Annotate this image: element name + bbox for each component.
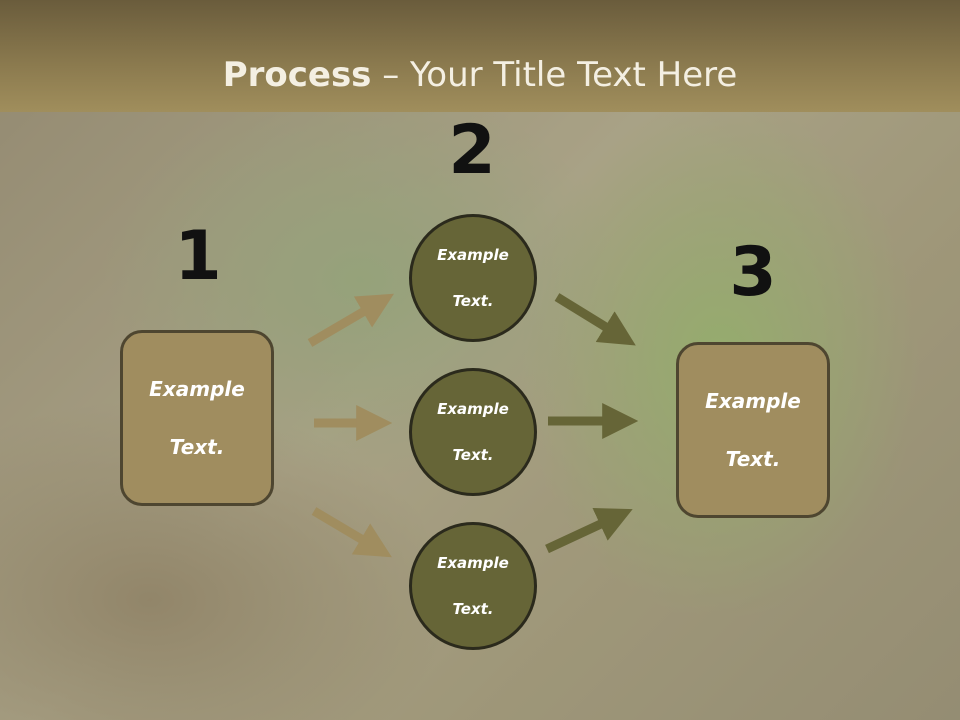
right-box-line-2: Text.: [725, 446, 781, 471]
right-box-line-1: Example: [705, 388, 801, 413]
arrow-top-to-right: [554, 293, 636, 346]
circle-top-line-1: Example: [437, 245, 509, 264]
arrow-bottom-to-right: [545, 508, 633, 554]
left-box-line-1: Example: [149, 376, 245, 401]
step-number-1: 1: [174, 217, 222, 296]
step-number-3: 3: [729, 233, 777, 312]
circle-bottom-line-1: Example: [437, 553, 509, 572]
title-rest: – Your Title Text Here: [371, 55, 738, 95]
circle-bottom-line-2: Text.: [452, 599, 494, 618]
circle-middle-line-1: Example: [437, 399, 509, 418]
title-bar: [0, 0, 960, 112]
left-box-line-2: Text.: [169, 434, 225, 459]
arrow-left-to-bottom: [311, 507, 392, 558]
circle-middle-line-2: Text.: [452, 445, 494, 464]
circle-top-line-2: Text.: [452, 291, 494, 310]
arrow-left-to-top: [307, 293, 394, 347]
step-number-2: 2: [448, 111, 496, 190]
title-bold: Process: [222, 55, 372, 95]
slide-title[interactable]: Process – Your Title Text Here: [0, 50, 960, 100]
